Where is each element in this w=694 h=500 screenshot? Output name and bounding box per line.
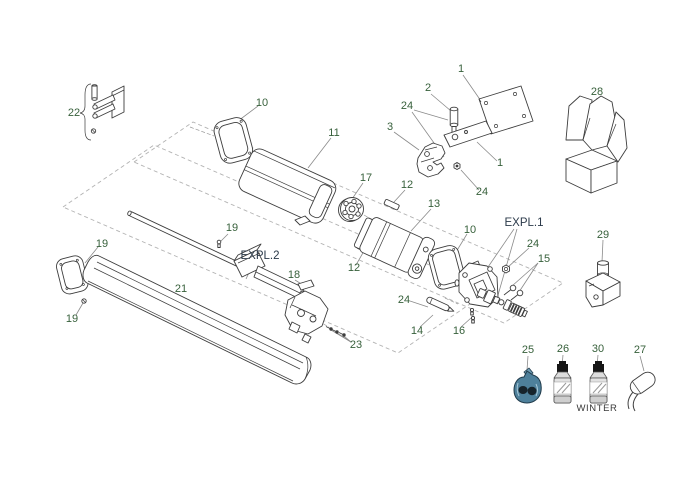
part-11-cover-plate [294, 215, 311, 226]
label-1a: 1 [458, 63, 464, 75]
part-29-bracket [585, 260, 621, 308]
label-21: 21 [175, 283, 187, 295]
part-19-end-cap [56, 255, 89, 295]
label-13: 13 [428, 198, 440, 210]
label-15: 15 [538, 253, 550, 265]
part-26-oil-bottle [553, 361, 572, 404]
part-10-gasket-right [427, 245, 466, 290]
label-30: 30 [592, 343, 604, 355]
part-1-plate-small [443, 120, 493, 148]
part-22-bracket-kit [79, 83, 125, 141]
part-3-front-attachment [416, 142, 446, 178]
label-12a: 12 [401, 179, 413, 191]
label-12b: 12 [348, 262, 360, 274]
label-expl2: EXPL.2 [241, 250, 280, 262]
label-16: 16 [453, 325, 465, 337]
label-24c: 24 [527, 238, 539, 250]
label-22: 22 [68, 107, 80, 119]
label-25: 25 [522, 344, 534, 356]
part-15-screws [503, 284, 524, 301]
label-17: 17 [360, 172, 372, 184]
part-25-bag [513, 367, 542, 404]
part-24-14-pin [426, 296, 455, 312]
label-10a: 10 [256, 97, 268, 109]
part-28-box [565, 95, 628, 194]
label-winter: WINTER [576, 403, 617, 414]
part-19-screw-top [216, 239, 222, 248]
part-24-nut-plate [453, 162, 461, 170]
leader-lines [75, 74, 645, 372]
label-14: 14 [411, 325, 423, 337]
part-24-nut-flange [502, 264, 510, 274]
label-24d: 24 [398, 294, 410, 306]
label-19b: 19 [96, 238, 108, 250]
label-24a: 24 [401, 100, 413, 112]
label-3: 3 [387, 121, 393, 133]
part-number-labels: 22 10 11 1 2 24 3 1 24 28 17 12 13 10 EX… [66, 63, 646, 414]
label-29: 29 [597, 229, 609, 241]
part-11-outer-tube [238, 148, 337, 224]
dashed-group-outlines [62, 121, 564, 354]
label-18: 18 [288, 269, 300, 281]
label-19a: 19 [226, 222, 238, 234]
part-23-screws [325, 326, 346, 337]
part-19-screw-left [81, 298, 87, 304]
part-18-plate [297, 279, 315, 291]
part-expl2-rear-head [284, 290, 329, 344]
label-11: 11 [328, 127, 339, 139]
part-2-pin [449, 106, 459, 134]
part-27-capacitor [627, 371, 656, 412]
label-23: 23 [350, 339, 362, 351]
label-28: 28 [591, 86, 603, 98]
label-expl1: EXPL.1 [505, 217, 544, 229]
label-24b: 24 [476, 186, 488, 198]
label-2: 2 [425, 82, 431, 94]
part-30-winter-oil-bottle [589, 361, 608, 404]
label-27: 27 [634, 344, 646, 356]
part-13-motor [353, 217, 436, 280]
part-10-gasket-left [213, 117, 254, 164]
label-26: 26 [557, 343, 569, 355]
part-expl2-guide-block [233, 243, 266, 278]
label-10b: 10 [464, 224, 476, 236]
part-21-cover-beam [82, 254, 312, 385]
part-12-pin-upper [383, 199, 400, 211]
part-expl1-valve [476, 288, 528, 318]
part-17-coupling [338, 197, 364, 222]
part-expl2-rod [127, 210, 251, 272]
label-19c: 19 [66, 313, 78, 325]
part-16-screws [469, 307, 476, 324]
label-1b: 1 [497, 157, 503, 169]
